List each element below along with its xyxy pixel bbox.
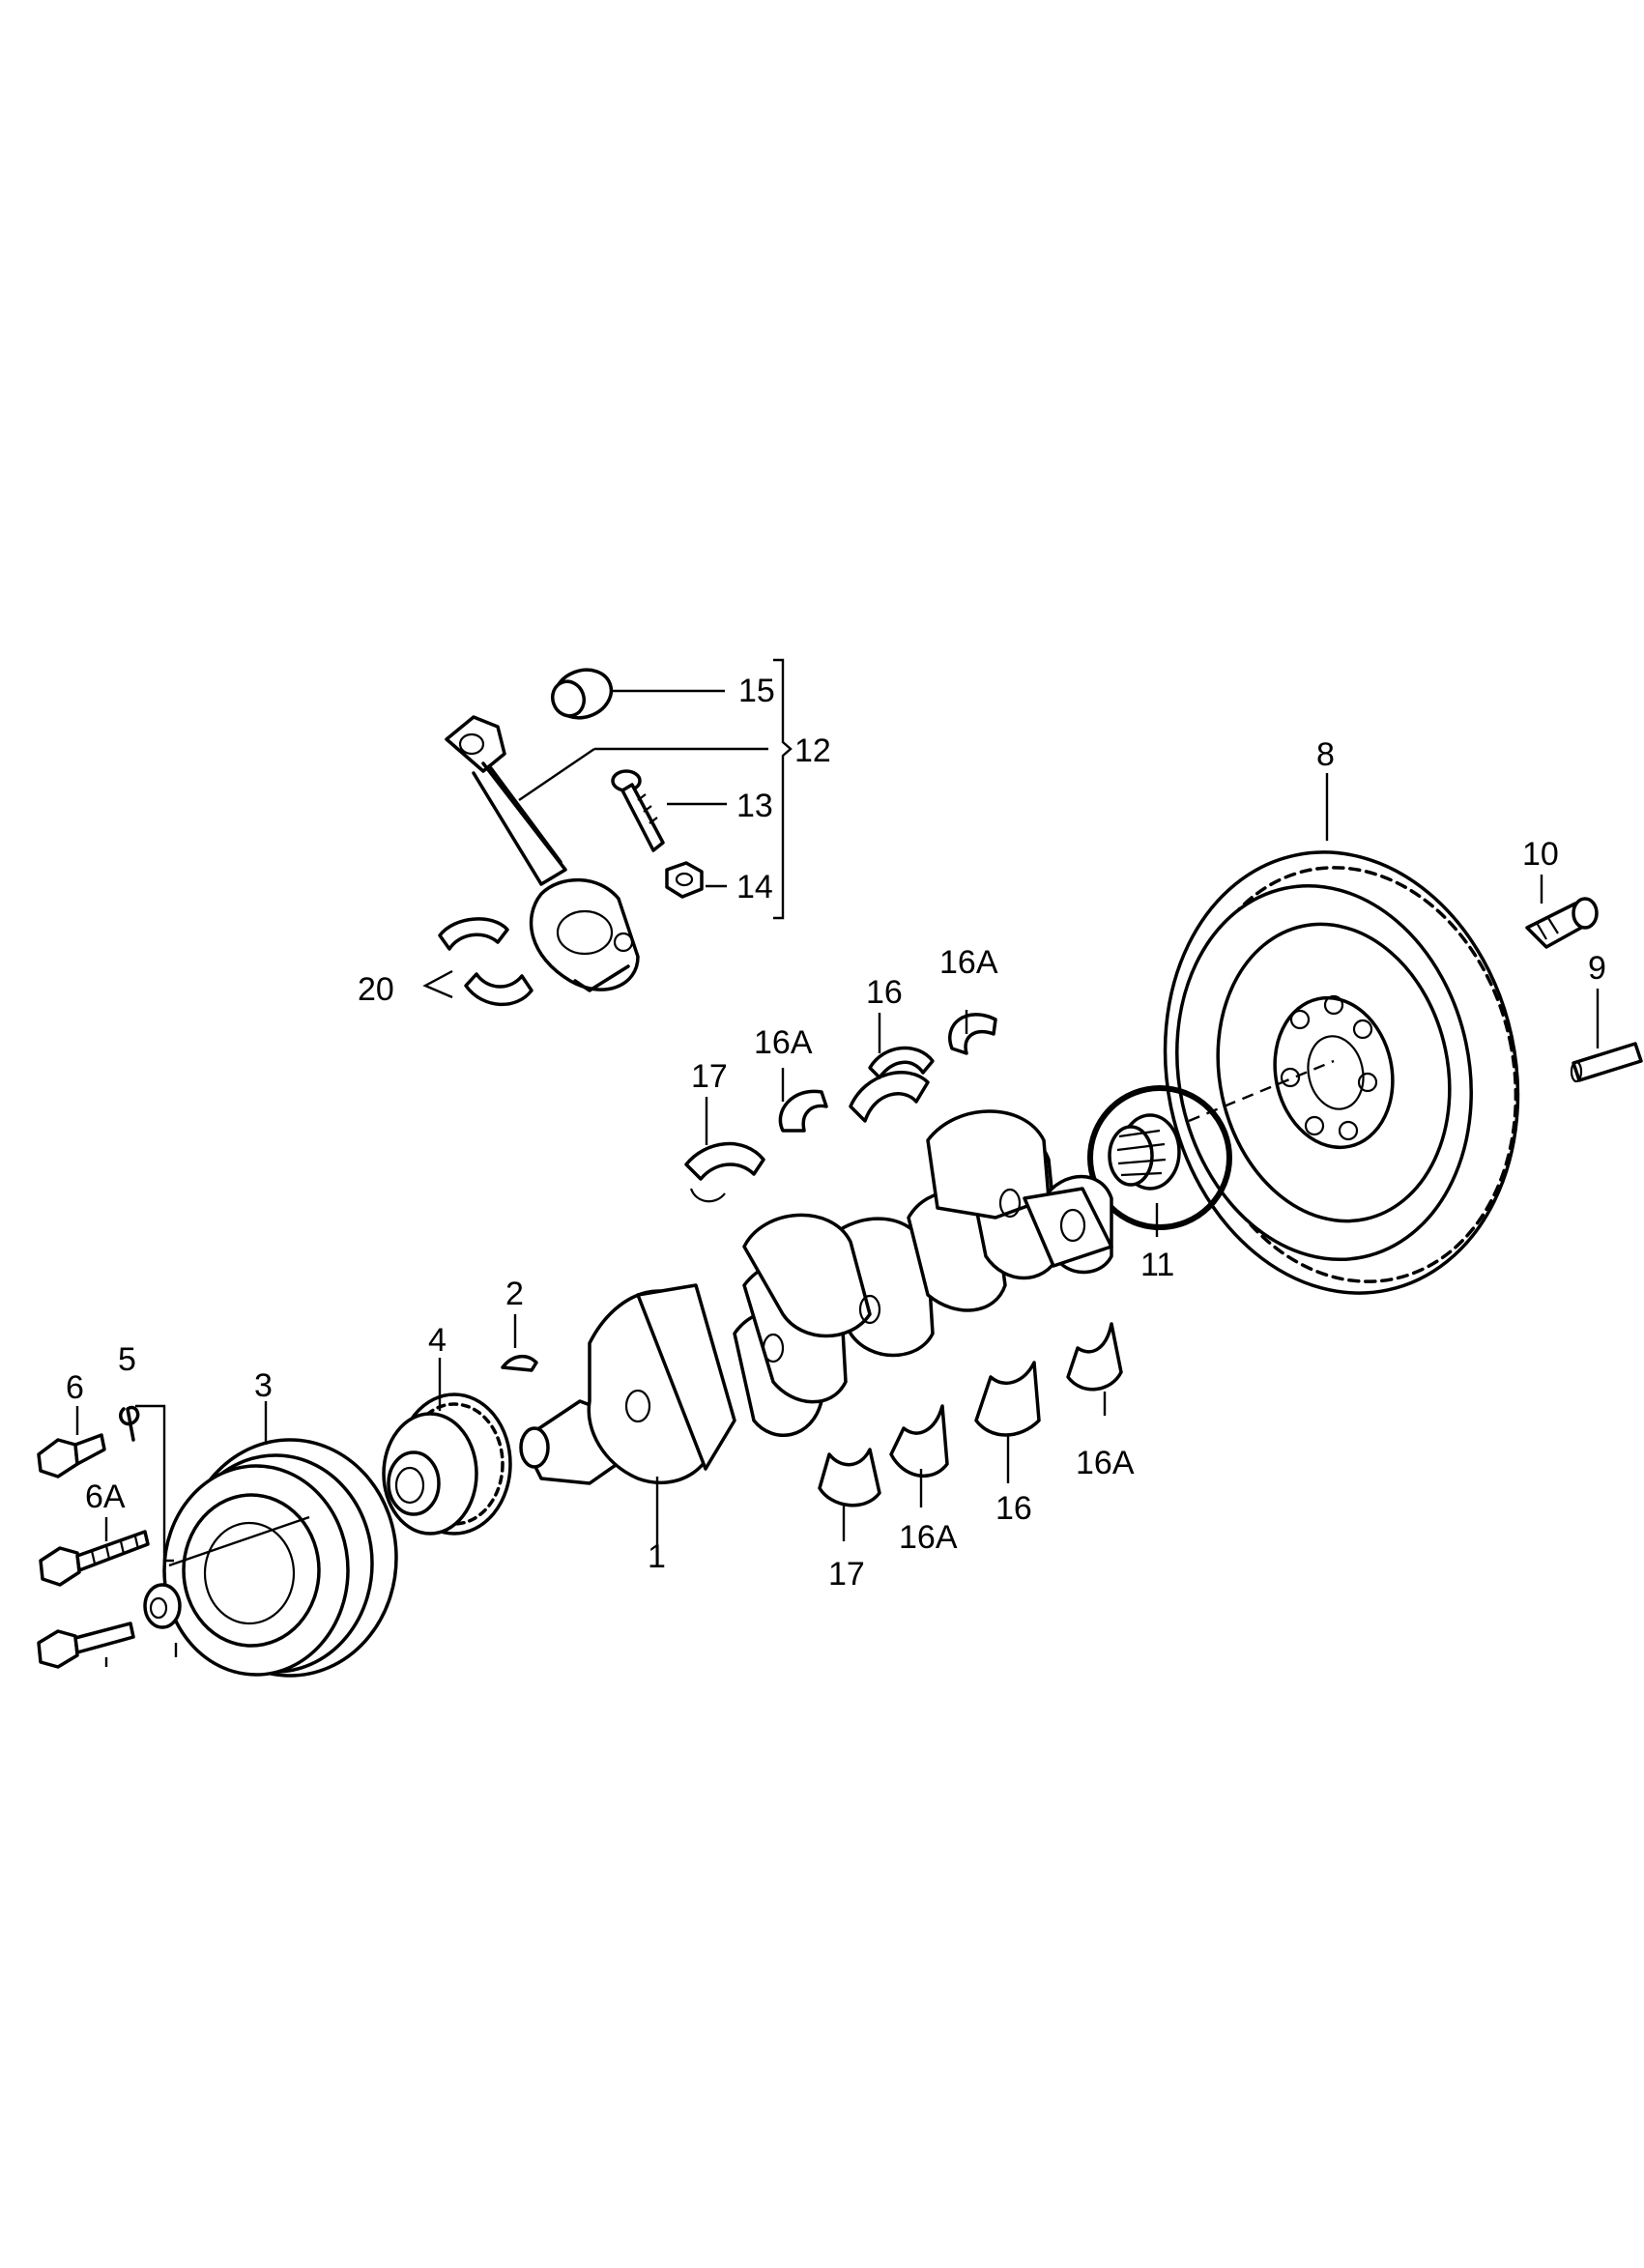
rod-nut-icon [665, 861, 704, 899]
callout-2: 2 [505, 1276, 524, 1312]
callout-16-bottom: 16 [995, 1490, 1032, 1527]
flywheel-icon [1163, 850, 1520, 1295]
callout-11: 11 [1140, 1247, 1174, 1283]
bearing-shell-17-bottom-icon [818, 1448, 881, 1507]
dowel-pin-icon [1570, 1042, 1643, 1083]
thrust-washer-16a-bottom-left-icon [889, 1404, 949, 1479]
callout-16a-top-right: 16A [939, 944, 998, 981]
bearing-shell-16-top-icon [849, 1071, 930, 1123]
callout-6: 6 [66, 1369, 84, 1406]
callout-labels: 15 12 13 14 20 8 10 9 11 16 16A 16A 17 2… [66, 673, 1606, 1593]
callout-13: 13 [736, 788, 773, 824]
callout-6a: 6A [85, 1479, 126, 1515]
highlight-ring [1087, 1085, 1232, 1230]
bearing-shell-17-top-icon [684, 1141, 765, 1181]
thrust-washer-16a-bottom-right-icon [1066, 1322, 1123, 1392]
callout-14: 14 [736, 869, 773, 905]
connecting-rod-icon [445, 715, 640, 992]
callout-17-bottom: 17 [828, 1556, 865, 1593]
leader-lines [75, 773, 1600, 1554]
vibration-damper-pulley-icon [162, 1438, 398, 1678]
clip-5-icon [119, 1405, 140, 1442]
bearing-shell-16-bottom-icon [974, 1361, 1041, 1437]
thrust-washer-16a-top-left-icon [778, 1089, 828, 1133]
washer-icon [143, 1583, 182, 1629]
callout-10: 10 [1522, 836, 1559, 873]
callout-4: 4 [428, 1322, 447, 1359]
crankshaft-icon [519, 1109, 1113, 1485]
rod-bearing-shells-icon [438, 917, 534, 1007]
thrust-washer-16a-top-right-icon [948, 1013, 997, 1055]
small-end-bushing-icon [551, 668, 614, 720]
callout-16a-top-left: 16A [754, 1024, 813, 1061]
callout-3: 3 [254, 1367, 273, 1404]
pulley-bolt-6a-icon [39, 1530, 150, 1587]
callout-15: 15 [738, 673, 775, 709]
callout-9: 9 [1588, 950, 1606, 987]
lower-bearing-shells [818, 1322, 1123, 1507]
flywheel-bolt-icon [1525, 897, 1599, 949]
callout-16a-bottom-left: 16A [899, 1519, 958, 1556]
needle-bearing-icon [1108, 1113, 1181, 1191]
upper-bearing-shells [684, 1013, 997, 1203]
pulley-bolt-lower-icon [37, 1622, 135, 1669]
callout-16-top: 16 [866, 974, 903, 1011]
callout-20: 20 [358, 971, 394, 1008]
callout-16a-bottom-right: 16A [1076, 1445, 1135, 1481]
callout-17-top: 17 [691, 1058, 728, 1095]
callout-5: 5 [118, 1341, 136, 1378]
connecting-rod-assembly [422, 658, 793, 1007]
callout-8: 8 [1316, 736, 1335, 773]
callout-12: 12 [794, 732, 831, 769]
rod-bolt-icon [611, 769, 665, 852]
pulley-bolt-6-icon [37, 1433, 106, 1479]
woodruff-key-icon [501, 1355, 538, 1372]
callout-1: 1 [648, 1538, 666, 1575]
crankshaft-sprocket-icon [382, 1392, 512, 1536]
